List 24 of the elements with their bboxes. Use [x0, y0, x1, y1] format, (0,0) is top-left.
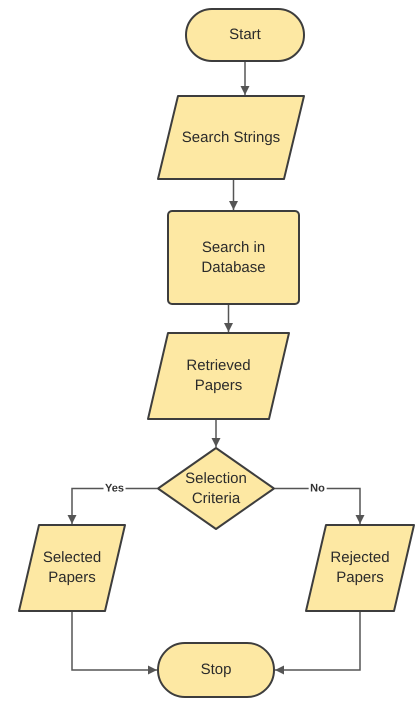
node-label: Start — [229, 25, 261, 45]
arrow — [71, 612, 157, 674]
node-label: Search in Database — [200, 238, 267, 278]
edge-label: Yes — [103, 482, 126, 495]
node-label: Stop — [200, 660, 232, 680]
data-parallelogram — [18, 524, 126, 612]
arrow — [240, 62, 250, 95]
data-parallelogram — [147, 332, 290, 420]
node-label: Retrieved Papers — [185, 356, 252, 396]
data-parallelogram — [157, 95, 305, 180]
data-parallelogram — [305, 524, 415, 612]
arrow — [212, 420, 220, 447]
node-label: Selection Criteria — [184, 468, 248, 508]
edge-label: No — [308, 482, 327, 495]
arrow — [224, 305, 233, 332]
node-label: Selected Papers — [42, 548, 102, 588]
process-box — [167, 210, 300, 305]
terminal-shape — [185, 8, 305, 62]
arrow — [275, 488, 364, 524]
arrow — [275, 612, 361, 674]
arrow — [229, 180, 238, 210]
node-label: Rejected Papers — [329, 548, 391, 588]
decision-diamond — [157, 447, 275, 530]
node-label: Search Strings — [182, 128, 280, 148]
